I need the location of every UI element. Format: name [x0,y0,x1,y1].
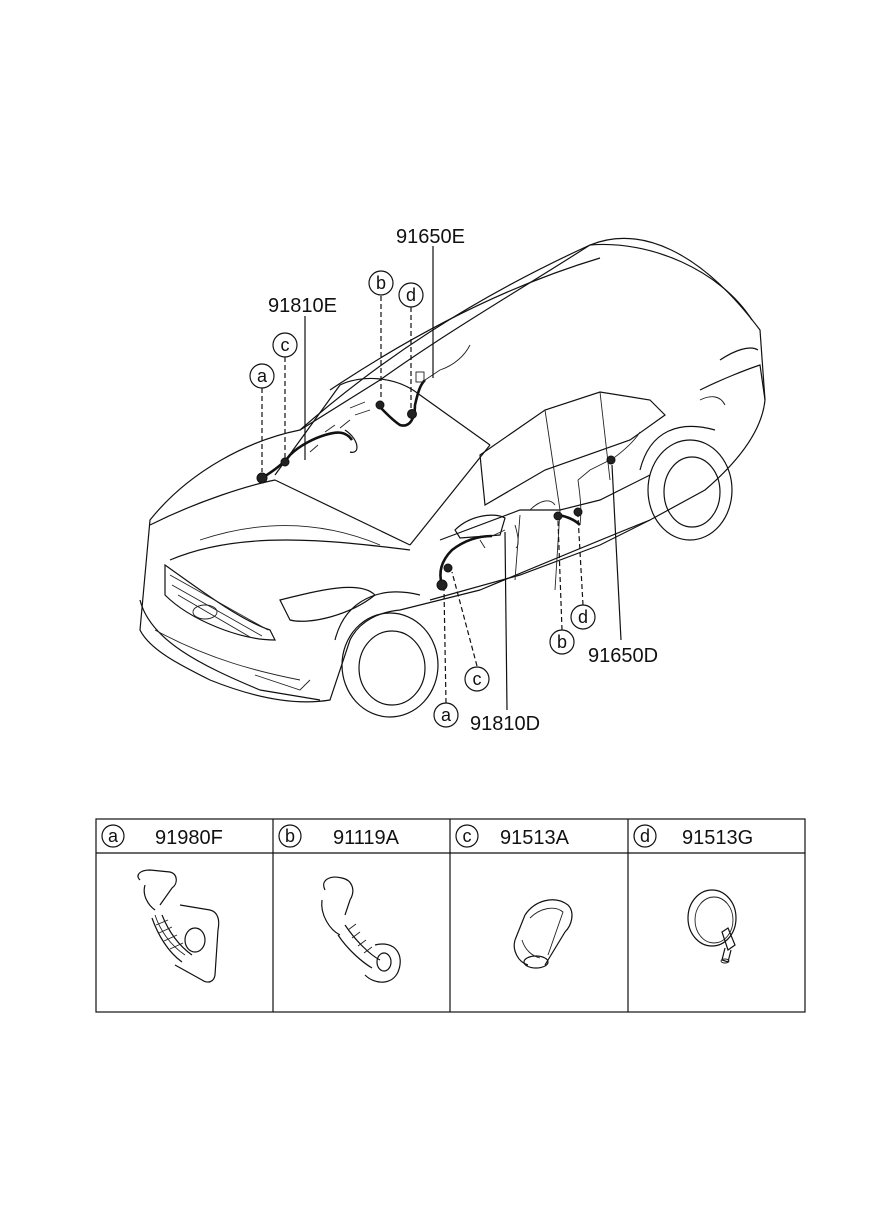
svg-text:b: b [557,632,567,652]
legend-part-91119A: 91119A [333,827,400,849]
grommet-d-front [407,409,417,419]
grommet-a-side [436,579,448,591]
legend-part-91513A: 91513A [500,827,570,849]
car-illustration [139,237,766,718]
grommet-boot-icon [321,876,401,983]
round-plug-grommet-icon [687,889,737,964]
grommet-b-front [375,400,385,410]
svg-text:b: b [376,273,386,293]
grommet-d-side [573,507,583,517]
callout-b-top: b [368,270,394,296]
part-label-91650E: 91650E [396,226,465,248]
legend-table: a 91980F b 91119A [95,818,806,1013]
part-label-91810D: 91810D [470,713,540,735]
callout-a-bottom: a [433,702,459,728]
legend-part-91513G: 91513G [682,827,753,849]
part-label-91650D: 91650D [588,645,658,667]
harness-91810D [436,524,519,591]
callout-d-top: d [398,282,424,308]
legend-letter-b: b [285,826,295,846]
legend-letter-d: d [640,826,650,846]
svg-text:c: c [473,669,482,689]
grommet-c-side [443,563,453,573]
legend-part-91980F: 91980F [155,827,223,849]
legend-cell-b: b 91119A [278,824,401,983]
callout-c-top: c [272,332,298,358]
svg-text:d: d [578,607,588,627]
legend-cell-d: d 91513G [633,824,753,964]
grommet-sleeve-icon [513,899,573,969]
grommet-a-front [256,472,268,484]
grommet-boot-with-bracket-icon [137,869,220,983]
callout-a-top: a [249,363,275,389]
callout-d-bottom: d [570,604,596,630]
callout-b-bottom: b [549,629,575,655]
legend-letter-a: a [108,826,119,846]
svg-text:c: c [281,335,290,355]
svg-text:d: d [406,285,416,305]
callout-c-bottom: c [464,666,490,692]
harness-91650D [529,431,641,526]
legend-letter-c: c [463,826,472,846]
part-label-91810E: 91810E [268,295,337,317]
leader-lines [261,246,622,711]
svg-text:a: a [257,366,268,386]
harness-91810E [256,419,358,484]
svg-text:a: a [441,705,452,725]
grommet-b-side [553,511,563,521]
harness-91650E [349,344,471,427]
grommet-c-front [280,457,290,467]
legend-cell-c: c 91513A [455,824,573,969]
legend-cell-a: a 91980F [101,824,223,983]
